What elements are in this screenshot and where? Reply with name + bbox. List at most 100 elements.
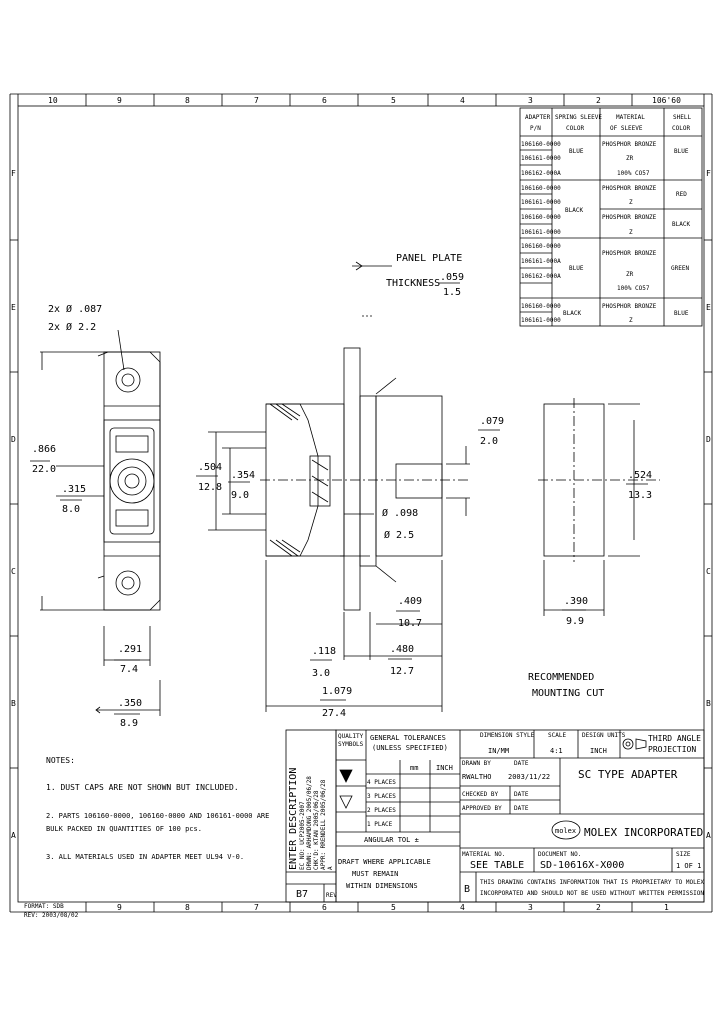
date-label: DATE [514, 805, 529, 812]
recommended-label: RECOMMENDED [528, 672, 594, 683]
format-revision: REV: 2003/08/02 [24, 912, 79, 919]
table-cell: 106161-0000 [521, 317, 561, 324]
zone-ticks-side [10, 239, 712, 769]
zone-ticks-bottom [85, 902, 633, 912]
zone-letter: C [706, 567, 711, 576]
note-3: 3. ALL MATERIALS USED IN ADAPTER MEET UL… [46, 853, 244, 861]
table-header: ADAPTER [525, 114, 551, 121]
zone-number: 6 [322, 96, 327, 105]
table-cell: BLACK [672, 221, 690, 228]
proprietary-notice: INCORPORATED AND SHOULD NOT BE USED WITH… [480, 890, 704, 897]
dim-text: 22.0 [32, 464, 56, 475]
table-cell: ZR [626, 271, 634, 278]
date-label: DATE [514, 791, 529, 798]
table-cell: 106160-0000 [521, 141, 561, 148]
dim-text: 27.4 [322, 708, 346, 719]
unless-specified-label: (UNLESS SPECIFIED) [372, 744, 448, 752]
inch-label: INCH [436, 764, 453, 772]
molex-logo-text: molex [555, 827, 576, 835]
dim-text: .480 [390, 644, 414, 655]
zone-number: 5 [391, 903, 396, 912]
dim-text: 10.7 [398, 618, 422, 629]
table-cell: 106161-0000 [521, 229, 561, 236]
material-label: MATERIAL NO. [462, 851, 505, 858]
zone-letter: B [11, 699, 16, 708]
panel-plate-label: PANEL PLATE [396, 253, 462, 264]
zone-number: 10 [48, 96, 58, 105]
drawn-date: 2003/11/22 [508, 773, 550, 781]
zone-number: 7 [254, 96, 259, 105]
note-1: 1. DUST CAPS ARE NOT SHOWN BUT INCLUDED. [46, 783, 239, 792]
zone-letter: A [11, 831, 16, 840]
dim-text: 3.0 [312, 668, 330, 679]
page-code: 106'60 [652, 96, 681, 105]
tolerance-row: 3 PLACES [367, 793, 396, 800]
sheet-number: 1 OF 1 [676, 862, 701, 870]
dim-text: Ø 2.5 [384, 529, 414, 541]
table-cell: ZR [626, 155, 634, 162]
side-view [260, 347, 470, 611]
checked-by-label: CHECKED BY [462, 791, 499, 798]
zone-number: 2 [596, 96, 601, 105]
table-header: COLOR [672, 125, 690, 132]
table-cell: 100% CO57 [617, 285, 650, 292]
molex-logo: molex [551, 820, 581, 840]
revision-text: APPR: RRENDELL 2005/06/28 [320, 779, 327, 870]
note-2: 2. PARTS 106160-0000, 106160-0000 AND 10… [46, 812, 269, 820]
table-header: COLOR [566, 125, 584, 132]
revision-text: CHK'D: KTAN 2005/06/28 [313, 790, 320, 870]
material-table [519, 107, 703, 327]
zone-letter: E [706, 303, 711, 312]
design-units-label: DESIGN UNITS [582, 732, 626, 739]
table-cell: BLUE [569, 265, 584, 272]
proprietary-notice: THIS DRAWING CONTAINS INFORMATION THAT I… [480, 879, 704, 886]
dim-text: 8.0 [62, 504, 80, 515]
table-cell: 106161-000A [521, 258, 561, 265]
quality-symbol-icon [339, 769, 353, 809]
drawn-by: RWALTHO [462, 773, 492, 781]
document-label: DOCUMENT NO. [538, 851, 581, 858]
table-cell: 106160-0000 [521, 185, 561, 192]
symbols-label: SYMBOLS [338, 741, 364, 748]
drawing-title: SC TYPE ADAPTER [578, 768, 678, 781]
zone-letter: F [11, 169, 16, 178]
table-cell: 106160-0000 [521, 243, 561, 250]
hole-dim-mm: 2x Ø 2.2 [48, 321, 96, 333]
table-cell: PHOSPHOR BRONZE [602, 303, 657, 310]
thickness-label: THICKNESS [386, 278, 440, 289]
dim-text: 13.3 [628, 490, 652, 501]
dim-text: .059 [440, 272, 464, 283]
table-header: SPRING SLEEVE [555, 114, 602, 121]
revision-text: DRWN: ARHAMDONG 2005/06/28 [306, 776, 313, 870]
table-header: SHELL [673, 114, 691, 121]
zone-number: 8 [185, 96, 190, 105]
draft-note: MUST REMAIN [352, 870, 398, 878]
revision-header: ENTER DESCRIPTION [288, 768, 299, 870]
table-header: P/N [530, 125, 541, 132]
zone-number: 9 [117, 903, 122, 912]
zone-number: 2 [596, 903, 601, 912]
document-number: SD-10616X-X000 [540, 860, 624, 871]
notes: NOTES: 1. DUST CAPS ARE NOT SHOWN BUT IN… [46, 756, 269, 861]
scale-value: 4:1 [550, 747, 563, 755]
zone-number: 1 [664, 903, 669, 912]
dim-text: 7.4 [120, 664, 138, 675]
dim-text: .079 [480, 416, 504, 427]
zone-ticks-top [85, 94, 633, 106]
general-tolerances-label: GENERAL TOLERANCES [370, 734, 446, 742]
approved-by-label: APPROVED BY [462, 805, 502, 812]
table-cell: 106160-0000 [521, 214, 561, 221]
draft-note: WITHIN DIMENSIONS [346, 882, 418, 890]
title-block [335, 729, 705, 903]
design-units: INCH [590, 747, 607, 755]
zone-letter: D [706, 435, 711, 444]
zone-number: 9 [117, 96, 122, 105]
zone-letter: B [706, 699, 711, 708]
zone-letter: C [11, 567, 16, 576]
table-cell: PHOSPHOR BRONZE [602, 141, 657, 148]
projection-label: PROJECTION [648, 745, 696, 754]
table-cell: 106160-0000 [521, 303, 561, 310]
zone-number: 5 [391, 96, 396, 105]
mm-label: mm [410, 764, 418, 772]
